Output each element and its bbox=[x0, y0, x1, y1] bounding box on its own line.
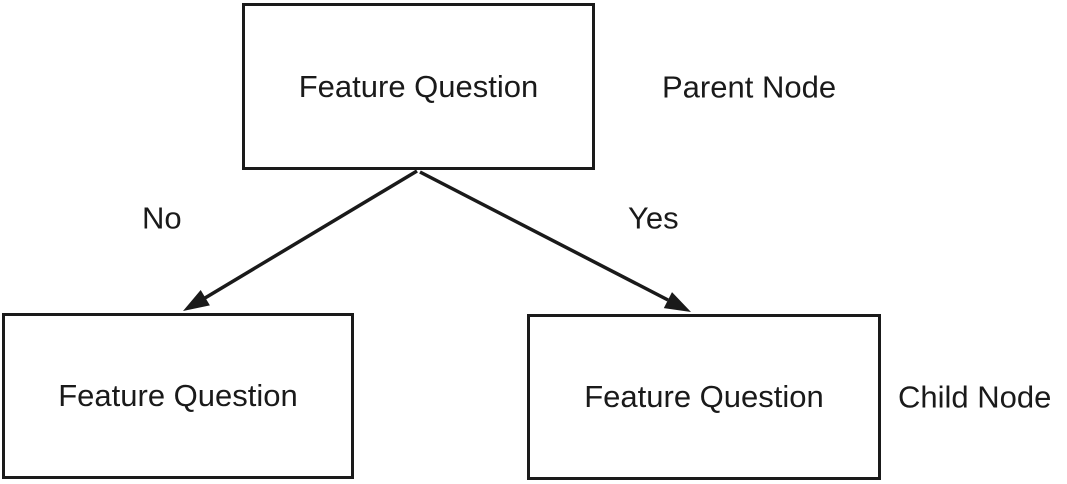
parent-node-box: Feature Question bbox=[242, 3, 595, 170]
no-edge-label: No bbox=[142, 200, 182, 236]
parent-node-annotation: Parent Node bbox=[662, 69, 837, 105]
child-node-left-box: Feature Question bbox=[2, 313, 354, 479]
child-node-right-label: Feature Question bbox=[584, 379, 824, 415]
child-node-right-box: Feature Question bbox=[527, 314, 881, 480]
child-node-annotation: Child Node bbox=[898, 379, 1052, 415]
yes-arrowhead-icon bbox=[663, 292, 691, 312]
no-arrowhead-icon bbox=[183, 290, 210, 311]
yes-arrow bbox=[419, 170, 691, 312]
yes-edge-label: Yes bbox=[628, 200, 679, 236]
no-arrow bbox=[183, 169, 418, 311]
parent-node-label: Feature Question bbox=[298, 68, 539, 104]
child-node-left-label: Feature Question bbox=[58, 378, 298, 414]
